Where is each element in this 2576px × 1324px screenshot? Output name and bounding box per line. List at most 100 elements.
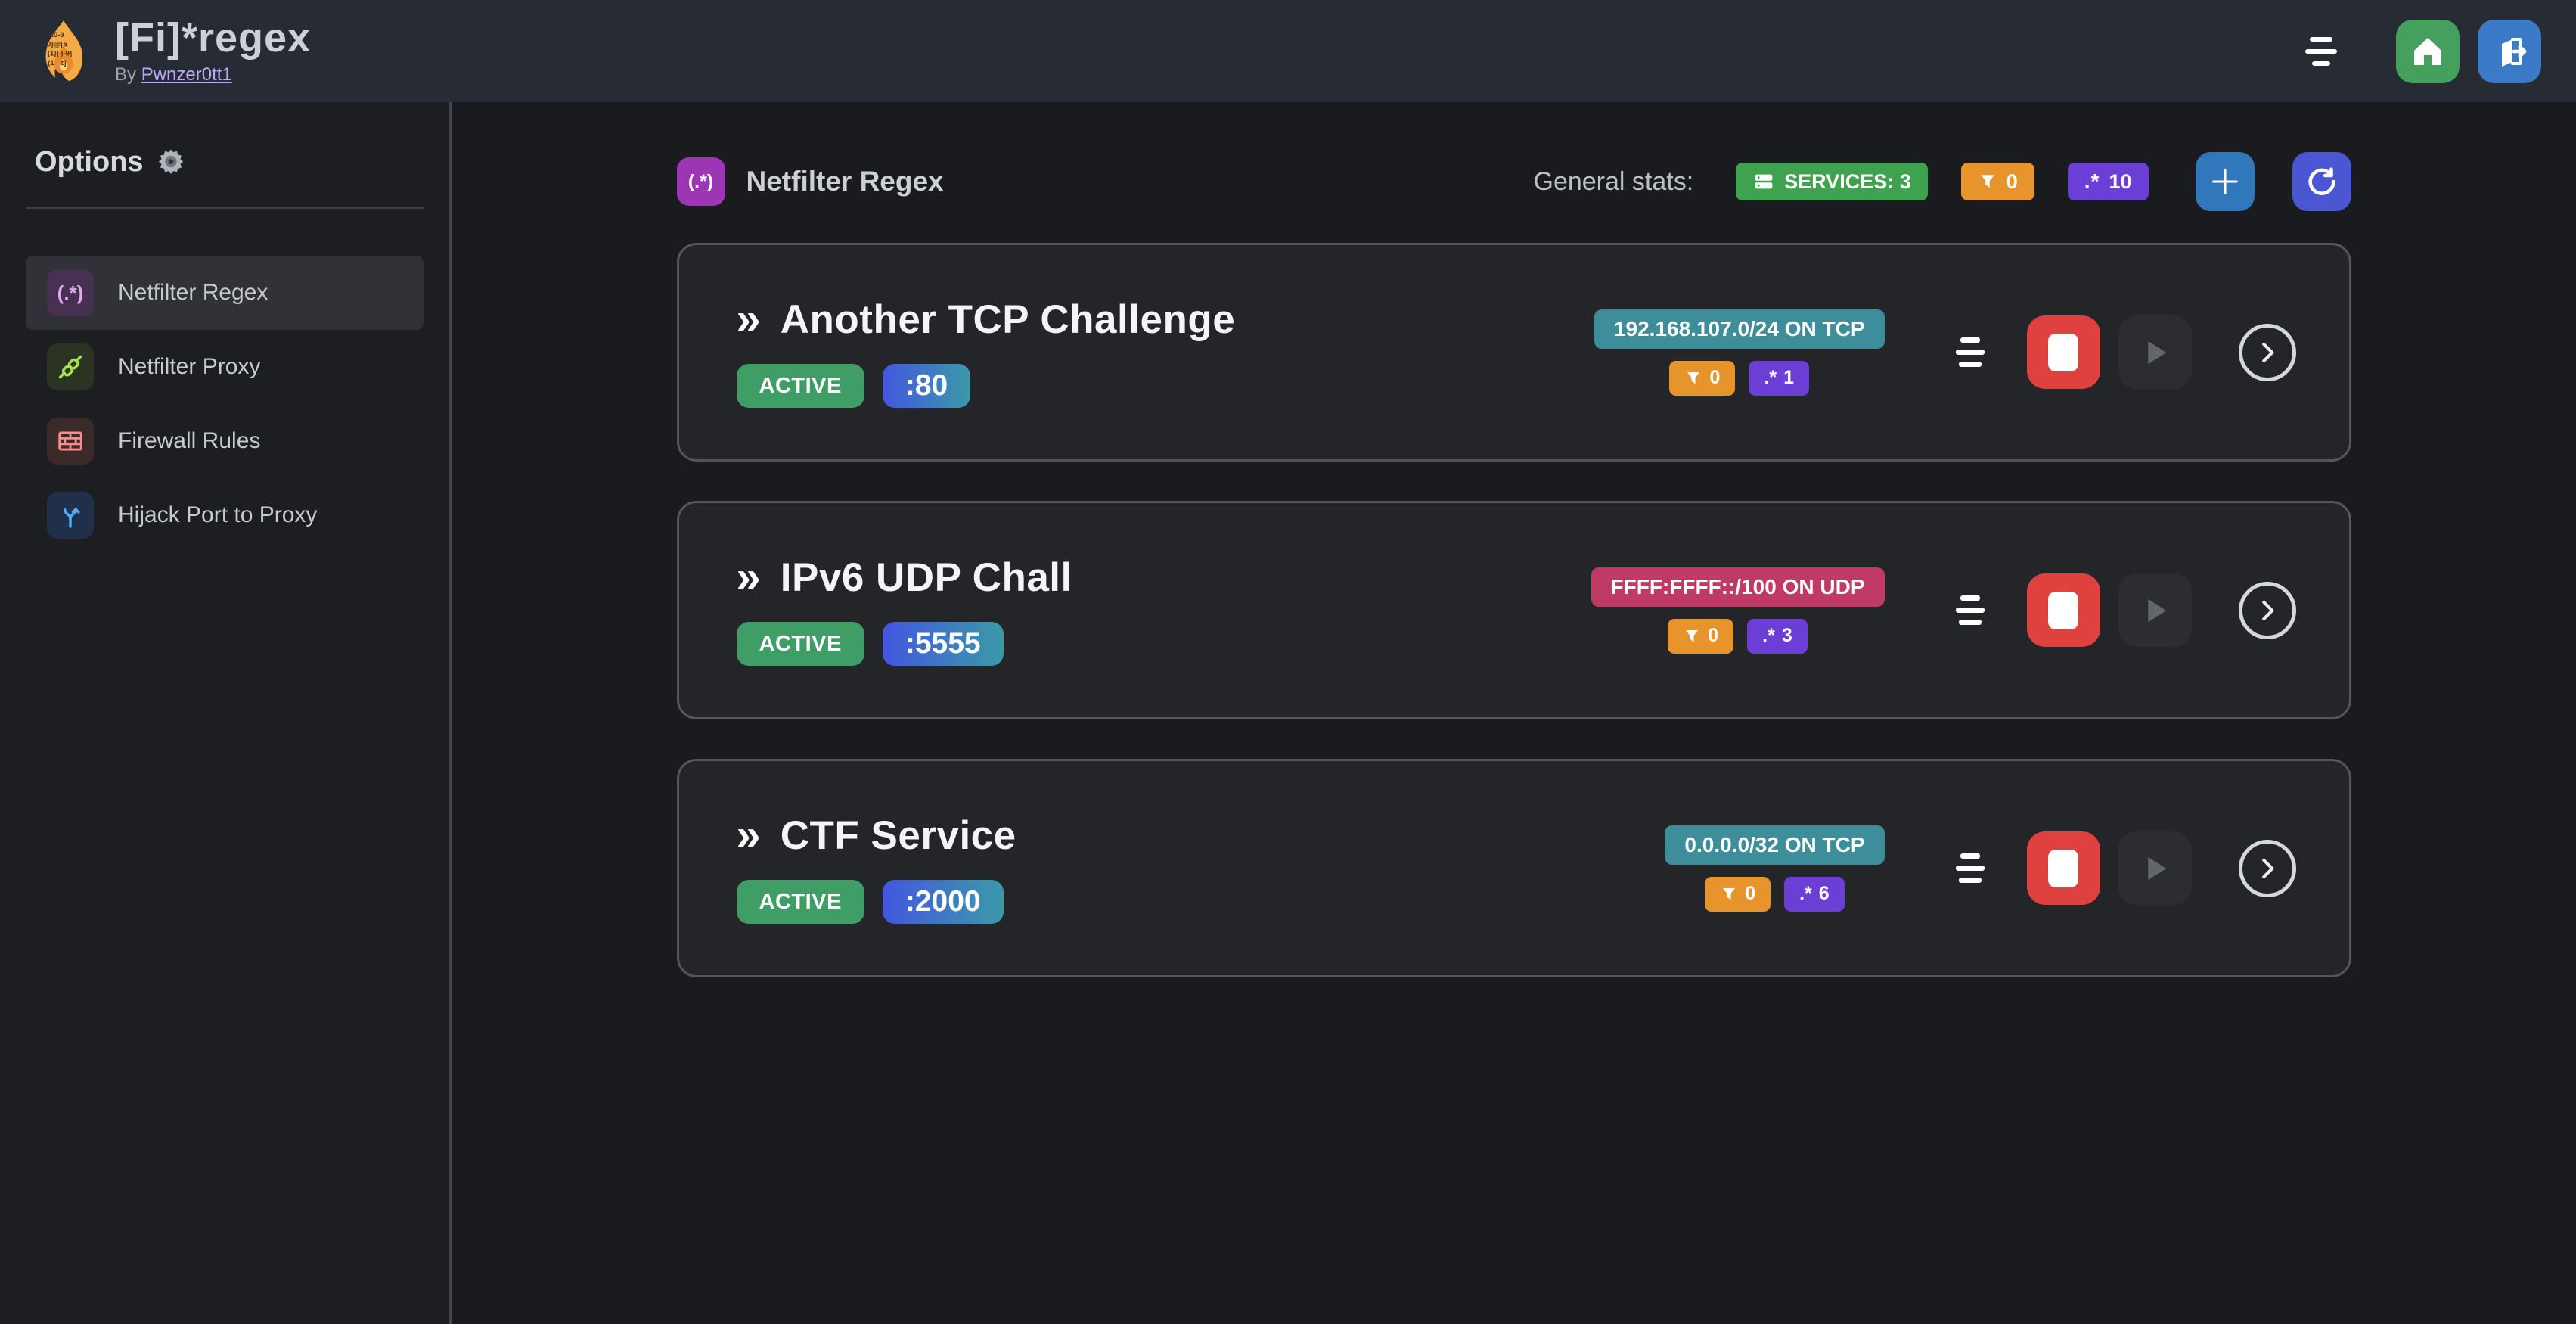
filtered-badge: 0 — [1668, 618, 1734, 654]
sidebar-item-firewall-rules[interactable]: Firewall Rules — [26, 404, 424, 478]
svg-text:0}@[a: 0}@[a — [47, 40, 67, 48]
byline: By Pwnzer0tt1 — [115, 64, 311, 85]
sidebar-item-netfilter-regex[interactable]: (.*) Netfilter Regex — [26, 256, 424, 330]
sidebar-item-label: Firewall Rules — [118, 428, 261, 453]
main-content: (.*) Netfilter Regex General stats: SERV… — [452, 102, 2576, 1324]
play-icon — [2135, 591, 2174, 630]
filter-funnel-icon — [1720, 885, 1738, 903]
service-stats: FFFF:FFFF::/100 ON UDP 0 .* — [1591, 567, 1885, 654]
sidebar-item-hijack-port[interactable]: Hijack Port to Proxy — [26, 478, 424, 552]
service-card: » CTF Service ACTIVE :2000 0.0.0.0/32 ON… — [676, 759, 2351, 977]
open-service-button[interactable] — [2238, 839, 2296, 897]
sidebar-nav: (.*) Netfilter Regex Netfilter Proxy — [0, 256, 449, 552]
sidebar-item-label: Netfilter Proxy — [118, 354, 261, 379]
double-chevron-icon: » — [736, 552, 761, 602]
open-service-button[interactable] — [2238, 581, 2296, 639]
author-link[interactable]: Pwnzer0tt1 — [141, 64, 232, 85]
port-badge: :2000 — [882, 880, 1004, 924]
sidebar-divider — [26, 207, 424, 209]
regex-dot-star-icon: .* — [1764, 367, 1777, 388]
sidebar-item-label: Netfilter Regex — [118, 280, 268, 305]
chevron-right-icon — [2253, 854, 2282, 883]
filtered-value: 0 — [1745, 883, 1756, 904]
byline-prefix: By — [115, 64, 137, 85]
service-menu-icon[interactable] — [1955, 337, 1985, 367]
stats-label: General stats: — [1533, 166, 1694, 196]
service-name: CTF Service — [780, 813, 1016, 858]
address-badge: 192.168.107.0/24 ON TCP — [1594, 309, 1885, 349]
section-header: (.*) Netfilter Regex General stats: SERV… — [676, 152, 2351, 211]
home-icon — [2410, 33, 2446, 70]
filtered-value: 0 — [1709, 367, 1721, 388]
service-name: Another TCP Challenge — [780, 297, 1236, 342]
services-count-badge: SERVICES: 3 — [1736, 163, 1928, 200]
refresh-button[interactable] — [2292, 152, 2351, 211]
regex-count-value: 1 — [1783, 367, 1794, 388]
sidebar-item-netfilter-proxy[interactable]: Netfilter Proxy — [26, 330, 424, 404]
service-actions: 192.168.107.0/24 ON TCP 0 .* — [1594, 309, 2296, 396]
regex-count-badge: .* 6 — [1784, 876, 1845, 912]
regex-dot-star-icon: .* — [1799, 883, 1812, 904]
svg-text:-z0-9: -z0-9 — [48, 31, 64, 39]
refresh-icon — [2304, 164, 2339, 199]
service-actions: FFFF:FFFF::/100 ON UDP 0 .* — [1591, 567, 2296, 654]
start-service-button[interactable] — [2118, 573, 2192, 647]
service-menu-icon[interactable] — [1955, 595, 1985, 625]
stop-service-button[interactable] — [2026, 315, 2100, 389]
app-logo-flame-icon: -z0-9 0}@[a {1}| )-9] (1 z] — [35, 16, 92, 86]
regex-count-value: 6 — [1818, 883, 1830, 904]
service-card: » IPv6 UDP Chall ACTIVE :5555 FFFF:FFFF:… — [676, 501, 2351, 719]
services-count-label: SERVICES: 3 — [1784, 169, 1911, 193]
logout-icon — [2491, 33, 2528, 70]
app-title-block: [Fi]*regex By Pwnzer0tt1 — [115, 17, 311, 85]
top-bar: -z0-9 0}@[a {1}| )-9] (1 z] [Fi]*regex B… — [0, 0, 2576, 102]
regex-count-value: 3 — [1781, 625, 1792, 646]
filtered-total-value: 0 — [2006, 169, 2018, 193]
service-card: » Another TCP Challenge ACTIVE :80 192.1… — [676, 243, 2351, 462]
service-info: » IPv6 UDP Chall ACTIVE :5555 — [736, 552, 1591, 666]
status-badge: ACTIVE — [736, 880, 864, 924]
port-badge: :5555 — [882, 622, 1004, 666]
app-title: [Fi]*regex — [115, 15, 312, 61]
start-service-button[interactable] — [2118, 831, 2192, 905]
stop-service-button[interactable] — [2026, 573, 2100, 647]
regex-section-icon: (.*) — [676, 157, 725, 206]
service-list: » Another TCP Challenge ACTIVE :80 192.1… — [676, 243, 2351, 977]
sidebar: Options (.*) Netfilter Regex — [0, 102, 452, 1324]
address-badge: 0.0.0.0/32 ON TCP — [1665, 825, 1885, 865]
service-info: » Another TCP Challenge ACTIVE :80 — [736, 294, 1594, 408]
service-name: IPv6 UDP Chall — [780, 555, 1072, 600]
svg-text:(1 z]: (1 z] — [48, 59, 66, 67]
status-badge: ACTIVE — [736, 364, 864, 408]
filtered-badge: 0 — [1705, 876, 1771, 912]
chevron-right-icon — [2253, 596, 2282, 625]
open-service-button[interactable] — [2238, 323, 2296, 381]
status-badge: ACTIVE — [736, 622, 864, 666]
home-button[interactable] — [2396, 19, 2460, 83]
svg-text:{1}| )-9]: {1}| )-9] — [47, 49, 72, 57]
chevron-right-icon — [2253, 338, 2282, 367]
filtered-total-badge: 0 — [1960, 163, 2034, 200]
double-chevron-icon: » — [736, 294, 761, 344]
sidebar-heading: Options — [0, 146, 449, 179]
gear-icon — [156, 148, 186, 178]
add-service-button[interactable] — [2195, 152, 2255, 211]
logout-button[interactable] — [2478, 19, 2541, 83]
start-service-button[interactable] — [2118, 315, 2192, 389]
stop-icon — [2048, 849, 2078, 887]
header-menu-icon[interactable] — [2305, 36, 2337, 66]
service-info: » CTF Service ACTIVE :2000 — [736, 813, 1665, 924]
regex-total-badge: .* 10 — [2067, 163, 2149, 200]
server-icon — [1752, 170, 1775, 193]
regex-dot-star-icon: .* — [1762, 625, 1775, 646]
regex-count-badge: .* 3 — [1747, 618, 1808, 654]
play-icon — [2135, 333, 2174, 372]
split-arrows-icon — [47, 492, 94, 539]
service-actions: 0.0.0.0/32 ON TCP 0 .* — [1665, 825, 2296, 912]
section-title: Netfilter Regex — [746, 166, 944, 197]
regex-count-badge: .* 1 — [1749, 360, 1809, 396]
regex-icon: (.*) — [47, 269, 94, 316]
stop-service-button[interactable] — [2026, 831, 2100, 905]
sidebar-heading-label: Options — [35, 146, 144, 178]
service-menu-icon[interactable] — [1955, 853, 1985, 883]
